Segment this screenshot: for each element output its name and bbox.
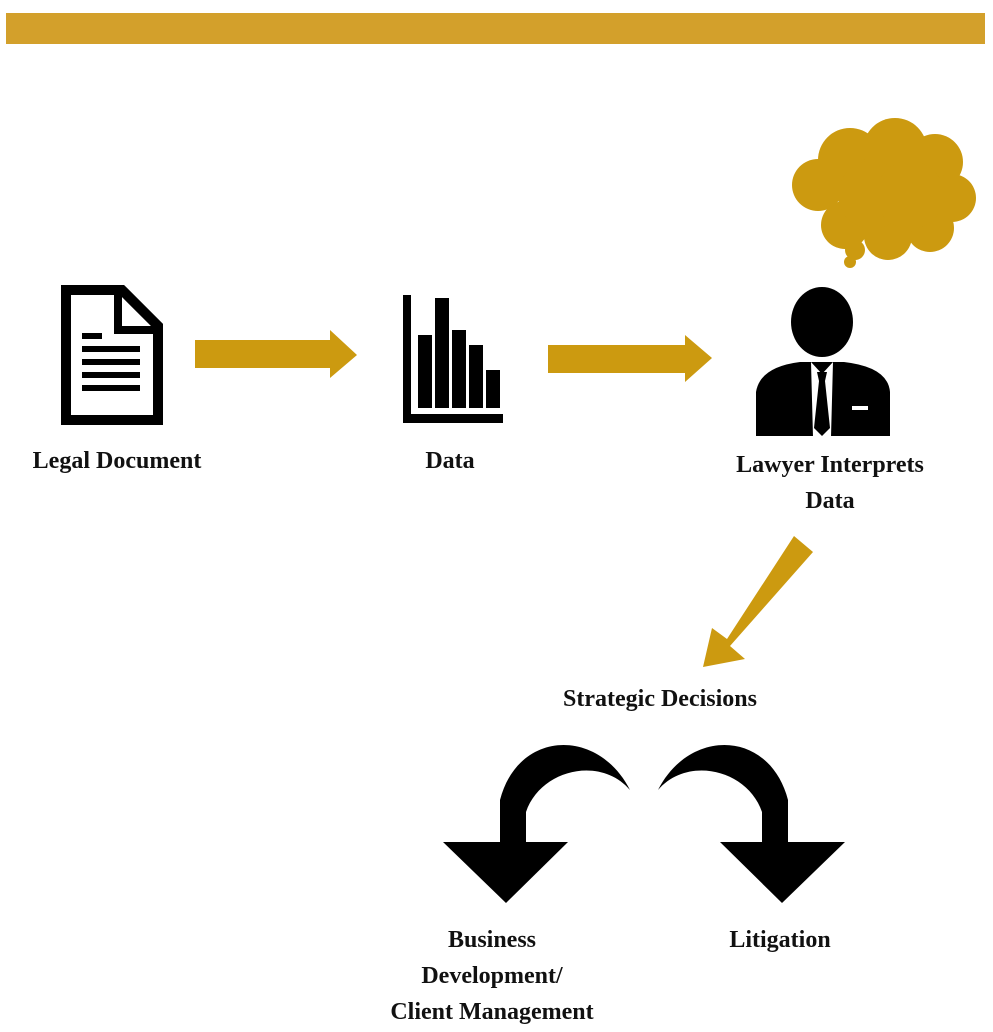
lawyer-icon	[756, 287, 890, 437]
business-label-line1: Business	[447, 927, 537, 953]
curved-arrow-left	[443, 745, 630, 903]
arrow-data-to-lawyer	[548, 335, 712, 382]
lawyer-label-line2: Data	[805, 488, 855, 514]
legal-document-label: Legal Document	[32, 448, 202, 474]
data-label: Data	[425, 448, 475, 474]
lawyer-interprets-data-label: Lawyer Interprets Data	[700, 447, 960, 519]
business-label-line2: Development/	[421, 963, 563, 989]
document-icon	[61, 285, 163, 425]
thought-cloud-icon	[792, 118, 976, 268]
curved-arrow-right	[658, 745, 845, 903]
litigation-label: Litigation	[729, 927, 831, 953]
header-bar	[6, 13, 985, 44]
business-label-line3: Client Management	[390, 999, 594, 1025]
bar-chart-icon	[403, 295, 503, 423]
arrow-lawyer-to-decisions	[703, 536, 813, 667]
lawyer-label-line1: Lawyer Interprets	[736, 452, 924, 478]
business-development-label: Business Development/ Client Management	[362, 922, 622, 1030]
arrow-document-to-data	[195, 330, 357, 378]
strategic-decisions-label: Strategic Decisions	[563, 686, 757, 712]
